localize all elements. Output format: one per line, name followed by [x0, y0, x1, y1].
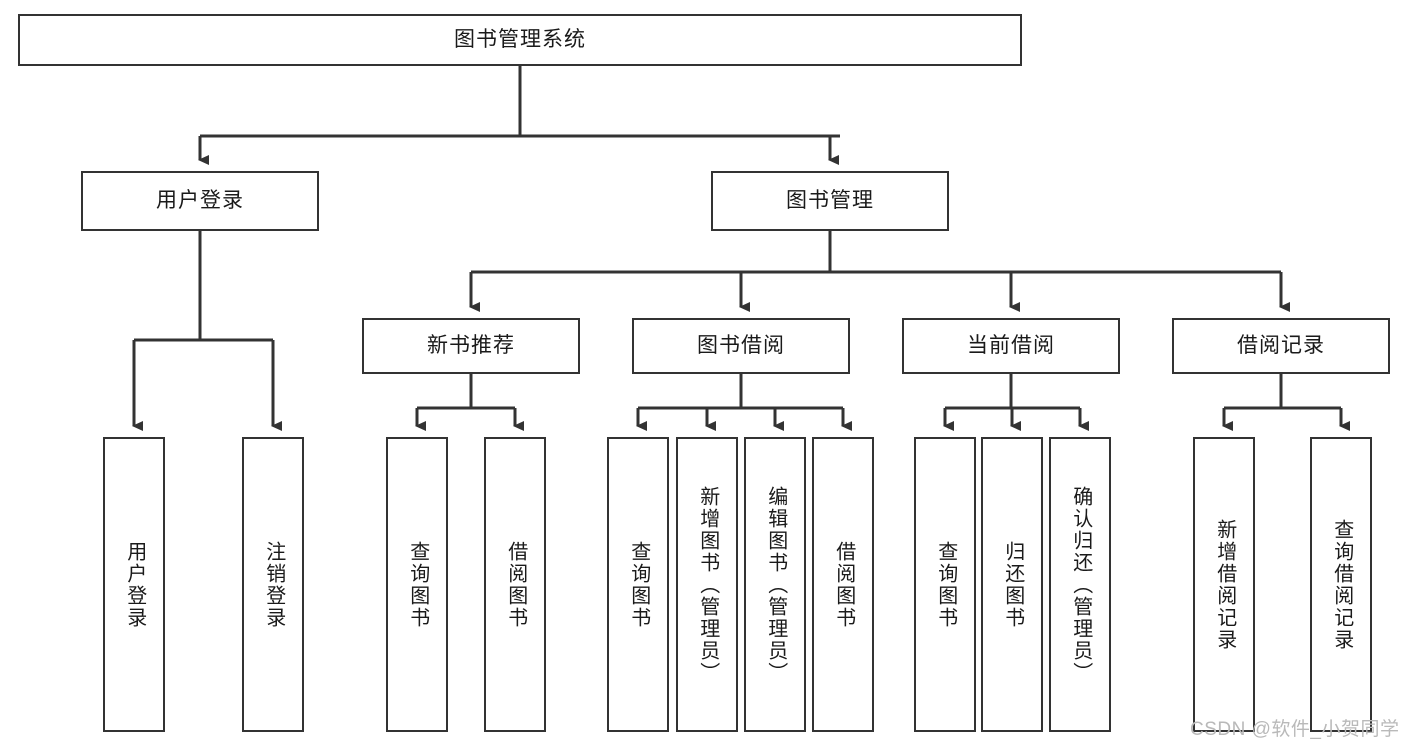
- node-root[interactable]: 图书管理系统: [18, 14, 1022, 66]
- leaf-query-borrow-record[interactable]: 查询借阅记录: [1310, 437, 1372, 732]
- leaf-user-login[interactable]: 用户登录: [103, 437, 165, 732]
- leaf-logout[interactable]: 注销登录: [242, 437, 304, 732]
- leaf-query-book-recommend[interactable]: 查询图书: [386, 437, 448, 732]
- leaf-add-borrow-record-label: 新增借阅记录: [1213, 518, 1236, 651]
- node-new-book-recommend-label: 新书推荐: [427, 333, 515, 357]
- leaf-add-borrow-record[interactable]: 新增借阅记录: [1193, 437, 1255, 732]
- leaf-query-book-current-label: 查询图书: [934, 540, 957, 629]
- node-root-label: 图书管理系统: [454, 27, 586, 51]
- leaf-query-book-recommend-label: 查询图书: [406, 540, 429, 629]
- node-user-login[interactable]: 用户登录: [81, 171, 319, 231]
- node-book-management-label: 图书管理: [786, 188, 874, 212]
- csdn-watermark: CSDN @软件_小贺同学: [1190, 719, 1400, 740]
- leaf-confirm-return-admin[interactable]: 确认归还（管理员）: [1049, 437, 1111, 732]
- leaf-add-book-admin[interactable]: 新增图书（管理员）: [676, 437, 738, 732]
- node-current-borrow-label: 当前借阅: [967, 333, 1055, 357]
- leaf-query-book-borrow[interactable]: 查询图书: [607, 437, 669, 732]
- leaf-return-book-label: 归还图书: [1001, 540, 1024, 629]
- leaf-borrow-book-recommend-label: 借阅图书: [504, 540, 527, 629]
- node-borrow-records[interactable]: 借阅记录: [1172, 318, 1390, 374]
- node-book-borrow-label: 图书借阅: [697, 333, 785, 357]
- leaf-confirm-return-admin-label: 确认归还（管理员）: [1069, 485, 1092, 684]
- leaf-logout-label: 注销登录: [262, 540, 285, 629]
- node-user-login-label: 用户登录: [156, 188, 244, 212]
- leaf-query-book-current[interactable]: 查询图书: [914, 437, 976, 732]
- node-book-borrow[interactable]: 图书借阅: [632, 318, 850, 374]
- node-new-book-recommend[interactable]: 新书推荐: [362, 318, 580, 374]
- leaf-add-book-admin-label: 新增图书（管理员）: [696, 485, 719, 684]
- leaf-edit-book-admin-label: 编辑图书（管理员）: [764, 485, 787, 684]
- leaf-return-book[interactable]: 归还图书: [981, 437, 1043, 732]
- leaf-borrow-book[interactable]: 借阅图书: [812, 437, 874, 732]
- node-current-borrow[interactable]: 当前借阅: [902, 318, 1120, 374]
- leaf-edit-book-admin[interactable]: 编辑图书（管理员）: [744, 437, 806, 732]
- leaf-query-book-borrow-label: 查询图书: [627, 540, 650, 629]
- leaf-user-login-label: 用户登录: [123, 540, 146, 629]
- leaf-borrow-book-label: 借阅图书: [832, 540, 855, 629]
- node-borrow-records-label: 借阅记录: [1237, 333, 1325, 357]
- node-book-management[interactable]: 图书管理: [711, 171, 949, 231]
- leaf-borrow-book-recommend[interactable]: 借阅图书: [484, 437, 546, 732]
- leaf-query-borrow-record-label: 查询借阅记录: [1330, 518, 1353, 651]
